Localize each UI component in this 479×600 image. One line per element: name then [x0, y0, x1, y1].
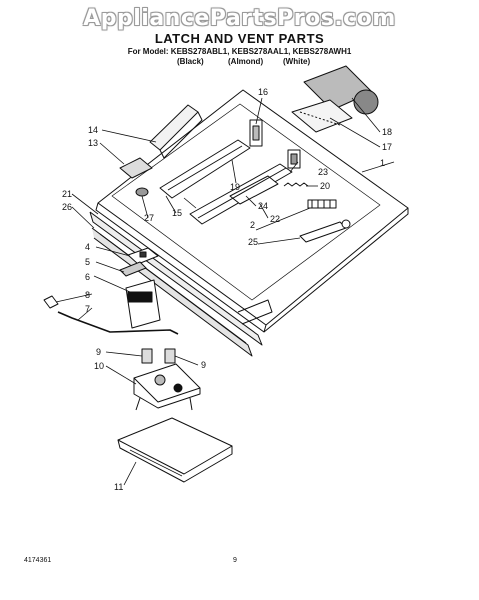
callout-21: 21 — [62, 189, 72, 199]
vent-bracket-part-17 — [291, 99, 353, 133]
hinge-strip-part-2 — [307, 199, 337, 209]
callout-5: 5 — [85, 257, 90, 267]
color-black-label: (Black) — [177, 57, 204, 66]
callout-16: 16 — [258, 87, 268, 97]
rail-end — [237, 299, 273, 325]
callout-15: 15 — [172, 208, 182, 218]
spacer-part-9 — [164, 348, 176, 364]
callout-6: 6 — [85, 272, 90, 282]
callout-2: 2 — [250, 220, 255, 230]
spacer-part-9 — [141, 348, 153, 364]
callout-11: 11 — [114, 482, 123, 492]
watermark-logo: AppliancePartsPros.com — [83, 6, 396, 31]
nut-part-27 — [135, 187, 149, 197]
callout-1: 1 — [380, 158, 385, 168]
callout-13: 13 — [88, 138, 98, 148]
page-number: 9 — [233, 557, 237, 564]
latch-shield-part-6 — [125, 279, 161, 329]
callout-24: 24 — [258, 201, 268, 211]
callout-4: 4 — [85, 242, 90, 252]
frame-cutout — [111, 103, 381, 301]
front-rail-part-21 — [89, 211, 263, 346]
callout-17: 17 — [382, 142, 392, 152]
callout-9-right: 9 — [201, 360, 206, 370]
color-white-label: (White) — [283, 57, 311, 66]
callout-8: 8 — [85, 290, 90, 300]
document-number: 4174361 — [24, 557, 52, 564]
model-line: For Model: KEBS278ABL1, KEBS278AAL1, KEB… — [127, 47, 352, 56]
channel-part-24 — [229, 175, 279, 205]
spring-part-20 — [283, 182, 309, 187]
callout-27: 27 — [144, 213, 154, 223]
callout-10: 10 — [94, 361, 104, 371]
rod-part-7 — [57, 311, 179, 335]
callout-7: 7 — [85, 304, 90, 314]
callout-25: 25 — [248, 237, 258, 247]
callout-26: 26 — [62, 202, 72, 212]
vent-plate-part-13 — [119, 157, 153, 179]
frame-edge — [263, 208, 409, 333]
heat-shield-part-11 — [117, 417, 233, 475]
callout-20: 20 — [320, 181, 330, 191]
callout-22: 22 — [270, 214, 280, 224]
latch-spring-part-5 — [119, 261, 147, 277]
diagram-title: LATCH AND VENT PARTS — [154, 31, 325, 46]
callout-9-left: 9 — [96, 347, 101, 357]
callout-14: 14 — [88, 125, 98, 135]
latch-assembly-part-10 — [133, 363, 201, 403]
color-almond-label: (Almond) — [228, 57, 264, 66]
callout-23: 23 — [318, 167, 328, 177]
pin-part-8 — [43, 295, 59, 309]
frame-edge — [95, 202, 267, 333]
callout-18: 18 — [382, 127, 392, 137]
callout-19: 19 — [230, 182, 240, 192]
